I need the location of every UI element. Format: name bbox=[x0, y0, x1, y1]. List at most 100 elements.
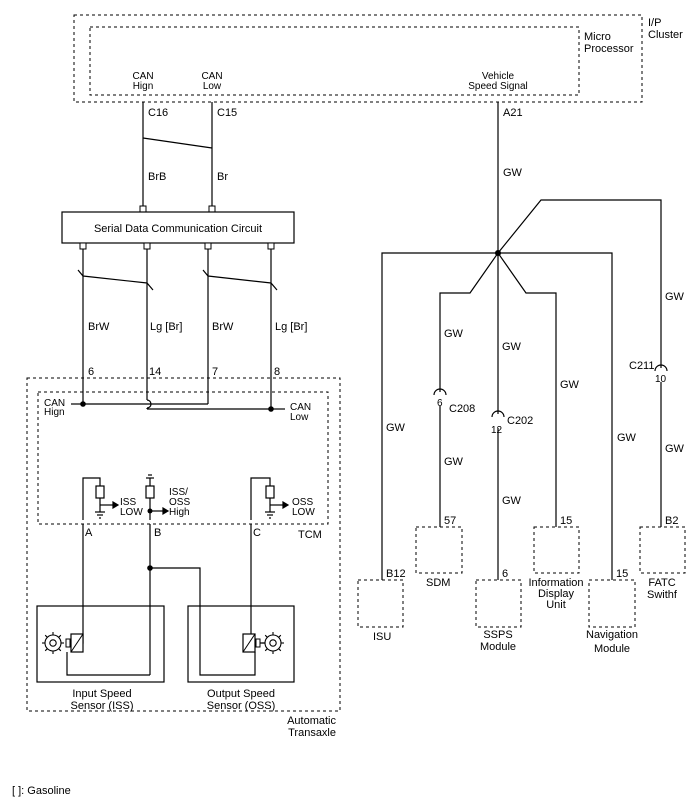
ssps-label-2: Module bbox=[480, 641, 516, 653]
wire-color-lgbr-2: Lg [Br] bbox=[275, 321, 307, 333]
wire-color-gw-sdm-bottom: GW bbox=[444, 456, 464, 468]
fatc-label-1: FATC bbox=[648, 577, 675, 589]
wire-color-brw-1: BrW bbox=[88, 321, 110, 333]
module-ssps: 6 SSPS Module bbox=[475, 568, 522, 653]
vss-wires bbox=[381, 102, 668, 580]
connector-c202: C202 bbox=[507, 415, 533, 427]
ssps-label-1: SSPS bbox=[483, 629, 512, 641]
isu-label: ISU bbox=[373, 631, 391, 643]
fatc-pin-b2: B2 bbox=[665, 515, 678, 527]
wire-color-gw-main: GW bbox=[503, 167, 523, 179]
wire-color-br: Br bbox=[217, 171, 228, 183]
wire-color-gw-ssps-bottom: GW bbox=[502, 495, 522, 507]
tcm-can-low-label-2: Low bbox=[290, 412, 309, 423]
ip-cluster: I/P Cluster Micro Processor CAN Hign CAN… bbox=[73, 14, 683, 103]
ip-cluster-label-1: I/P bbox=[648, 17, 661, 29]
nav-label-1: Navigation bbox=[586, 629, 638, 641]
legend-gasoline: [ ]: Gasoline bbox=[12, 785, 71, 797]
automatic-label-1: Automatic bbox=[287, 715, 336, 727]
wire-color-brb: BrB bbox=[148, 171, 166, 183]
can-wires-top bbox=[142, 102, 213, 208]
iss-low-label-1: ISS bbox=[120, 497, 136, 508]
wire-color-gw-sdm-top: GW bbox=[444, 328, 464, 340]
tcm-pin-a: A bbox=[85, 527, 93, 539]
iss-low-label-2: LOW bbox=[120, 507, 143, 518]
tcm-can-high-label-1: CAN bbox=[44, 398, 65, 409]
module-navigation: 15 Navigation Module bbox=[586, 568, 638, 655]
vss-label-2: Speed Signal bbox=[468, 81, 528, 92]
automatic-label-2: Transaxle bbox=[288, 727, 336, 739]
isu-pin-b12: B12 bbox=[386, 568, 406, 580]
can-low-label-1: CAN bbox=[201, 71, 222, 82]
oss-low-label-1: OSS bbox=[292, 497, 313, 508]
connector-c202-pin: 12 bbox=[491, 425, 503, 436]
iss-oss-label-2: OSS bbox=[169, 497, 190, 508]
wire-color-brw-2: BrW bbox=[212, 321, 234, 333]
info-label-3: Unit bbox=[546, 599, 566, 611]
tcm-can-low-label-1: CAN bbox=[290, 402, 311, 413]
tcm-label: TCM bbox=[298, 529, 322, 541]
sdm-label: SDM bbox=[426, 577, 450, 589]
tcm-pin-b: B bbox=[154, 527, 161, 539]
tcm-pin-6: 6 bbox=[88, 366, 94, 378]
gear-icon bbox=[262, 632, 284, 654]
splice-can-low bbox=[268, 406, 274, 412]
output-sensor-label-1: Output Speed bbox=[207, 688, 275, 700]
splice-iss-oss-high bbox=[147, 508, 153, 514]
ip-cluster-label-2: Cluster bbox=[648, 29, 683, 41]
sensor-wires bbox=[66, 524, 265, 676]
can-low-label-2: Low bbox=[203, 81, 222, 92]
wire-color-gw-nav: GW bbox=[617, 432, 637, 444]
connector-a21: A21 bbox=[503, 107, 523, 119]
wire-color-gw-info: GW bbox=[560, 379, 580, 391]
module-fatc: B2 FATC Swithf bbox=[639, 515, 686, 601]
module-information-display: 15 Information Display Unit bbox=[528, 515, 583, 611]
iss-oss-label-3: High bbox=[169, 507, 190, 518]
nav-label-2: Module bbox=[594, 643, 630, 655]
connector-c208: C208 bbox=[449, 403, 475, 415]
wire-color-gw-isu: GW bbox=[386, 422, 406, 434]
tcm-pin-14: 14 bbox=[149, 366, 161, 378]
wire-color-gw-fatc-top: GW bbox=[665, 291, 685, 303]
output-sensor-label-2: Sensor (OSS) bbox=[207, 700, 275, 712]
tcm-pin-c: C bbox=[253, 527, 261, 539]
info-label-2: Display bbox=[538, 588, 575, 600]
input-sensor-label-1: Input Speed bbox=[72, 688, 131, 700]
wire-connector-pins-bottom bbox=[79, 242, 275, 250]
connector-c16: C16 bbox=[148, 107, 168, 119]
tcm-pin-8: 8 bbox=[274, 366, 280, 378]
connector-c211: C211 bbox=[629, 360, 654, 372]
iss-oss-label-1: ISS/ bbox=[169, 487, 188, 498]
serial-data-circuit-label: Serial Data Communication Circuit bbox=[94, 223, 262, 235]
micro-processor-label-2: Processor bbox=[584, 43, 634, 55]
wire-color-lgbr-1: Lg [Br] bbox=[150, 321, 182, 333]
micro-processor-label-1: Micro bbox=[584, 31, 611, 43]
connector-c211-pin: 10 bbox=[655, 374, 667, 385]
splice-vss bbox=[495, 250, 501, 256]
gear-icon bbox=[42, 632, 64, 654]
can-high-label-2: Hign bbox=[133, 81, 154, 92]
connector-c15: C15 bbox=[217, 107, 237, 119]
input-sensor-label-2: Sensor (ISS) bbox=[71, 700, 134, 712]
nav-pin: 15 bbox=[616, 568, 628, 580]
wire-color-gw-fatc-bottom: GW bbox=[665, 443, 685, 455]
serial-data-circuit: Serial Data Communication Circuit bbox=[61, 211, 295, 244]
tcm-pin-7: 7 bbox=[212, 366, 218, 378]
tcm-can-high-label-2: Hign bbox=[44, 407, 65, 418]
wire-color-gw-ssps-top: GW bbox=[502, 341, 522, 353]
fatc-label-2: Swithf bbox=[647, 589, 678, 601]
wire-connector-pins-top bbox=[139, 205, 216, 213]
splice-can-high bbox=[80, 401, 86, 407]
automatic-transaxle: CAN Hign CAN Low TCM Automatic Transaxle bbox=[26, 377, 341, 739]
module-isu: B12 ISU bbox=[357, 568, 406, 643]
sdm-pin: 57 bbox=[444, 515, 456, 527]
ssps-pin: 6 bbox=[502, 568, 508, 580]
output-speed-sensor: Output Speed Sensor (OSS) bbox=[187, 605, 295, 712]
info-pin: 15 bbox=[560, 515, 572, 527]
splice-sensor-common bbox=[147, 565, 153, 571]
connector-c208-pin: 6 bbox=[437, 398, 443, 409]
info-label-1: Information bbox=[528, 577, 583, 589]
module-sdm: 57 SDM bbox=[415, 515, 463, 589]
input-speed-sensor: Input Speed Sensor (ISS) bbox=[36, 605, 165, 712]
